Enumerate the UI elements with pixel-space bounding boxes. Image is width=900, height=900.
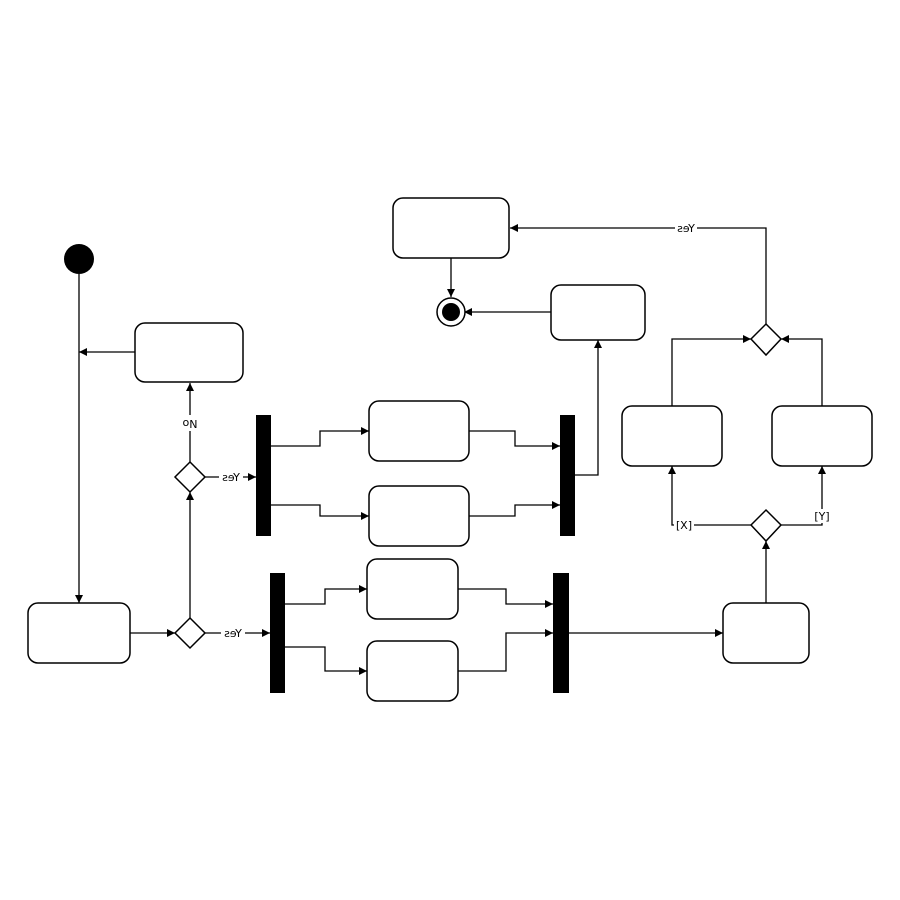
fork-lower — [270, 573, 285, 693]
edges — [75, 224, 826, 675]
decision-lower — [173, 616, 207, 650]
action-top-center — [392, 197, 510, 259]
action-nodes — [27, 197, 873, 702]
action-lower-2 — [366, 640, 459, 702]
action-bottom-right — [722, 602, 810, 664]
label-branch-y: [Y] — [814, 510, 829, 523]
action-upper-2 — [368, 485, 470, 547]
edge-action-y-to-merge — [781, 335, 823, 406]
edge-join-upper-to-action-mid-right — [575, 340, 602, 476]
action-upper-1 — [368, 400, 470, 462]
edge-fork-lower-to-action-l2 — [285, 646, 367, 675]
merge-node — [749, 322, 783, 357]
decision-right — [749, 508, 783, 543]
edge-action-u2-to-join-upper — [469, 501, 560, 517]
join-upper — [560, 415, 575, 536]
edge-action-l1-to-join-lower — [458, 588, 553, 608]
action-left — [27, 602, 131, 664]
action-mid-right — [550, 284, 646, 341]
action-lower-1 — [366, 558, 459, 620]
final-node — [436, 297, 466, 327]
fork-join-bars — [256, 415, 575, 693]
label-backgrounds — [181, 221, 832, 640]
edge-decision-right-to-action-y — [781, 466, 826, 526]
label-branch-x: [X] — [676, 519, 692, 532]
action-top-left — [134, 322, 244, 383]
decision-upper — [173, 460, 207, 494]
edge-action-u1-to-join-upper — [469, 430, 560, 450]
action-y — [771, 405, 873, 467]
label-yes-upper: Yes — [222, 471, 241, 484]
label-yes-top-right: Yes — [677, 222, 696, 235]
label-no: No — [182, 417, 197, 430]
label-yes-lower: Yes — [224, 627, 243, 640]
edge-decision-right-to-action-x — [668, 466, 751, 526]
initial-node — [64, 244, 94, 274]
edge-fork-lower-to-action-l1 — [285, 585, 367, 605]
edge-merge-to-action-top-center — [510, 224, 767, 324]
edge-fork-upper-to-action-u1 — [271, 427, 369, 447]
join-lower — [553, 573, 569, 693]
edge-fork-upper-to-action-u2 — [271, 504, 369, 520]
edge-labels: Yes No Yes Yes [X] [Y] — [182, 222, 829, 640]
action-x — [621, 405, 723, 467]
edge-action-l2-to-join-lower — [458, 629, 553, 672]
decision-nodes — [173, 322, 783, 650]
fork-upper — [256, 415, 271, 536]
edge-action-x-to-merge — [671, 335, 751, 406]
